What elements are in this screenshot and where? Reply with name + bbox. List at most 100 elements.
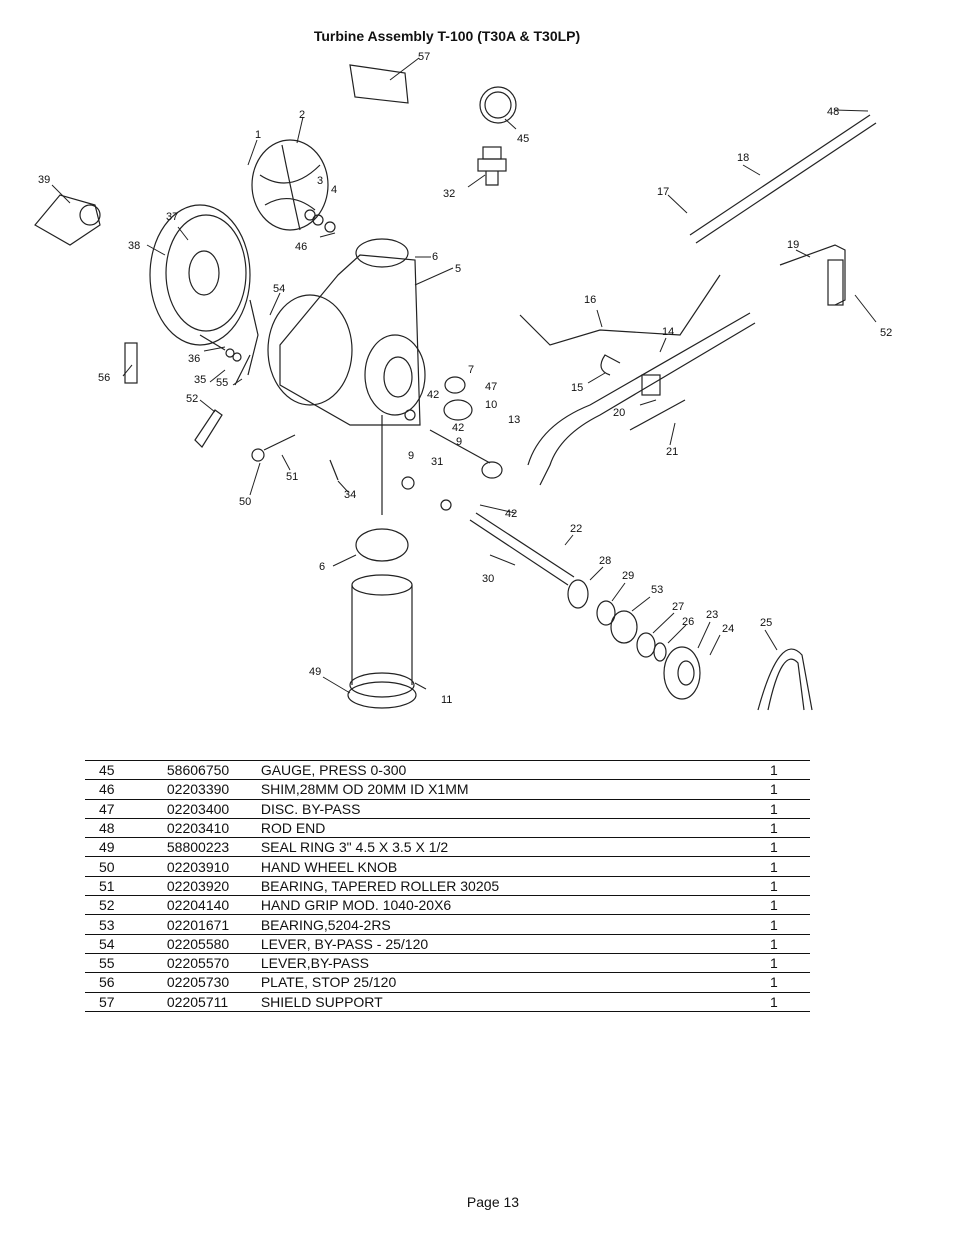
part-number-cell: 02201671 xyxy=(166,914,261,935)
item-number-cell: 55 xyxy=(85,953,167,974)
item-number-cell: 50 xyxy=(85,856,167,877)
quantity-cell: 1 xyxy=(770,799,810,819)
callout-label: 52 xyxy=(880,327,892,339)
description-cell: SHIM,28MM OD 20MM ID X1MM xyxy=(260,779,771,800)
description-cell: ROD END xyxy=(260,818,771,839)
description-cell: SEAL RING 3" 4.5 X 3.5 X 1/2 xyxy=(260,837,771,858)
callout-label: 45 xyxy=(517,133,529,145)
quantity-cell: 1 xyxy=(770,856,810,877)
part-number-cell: 02203400 xyxy=(166,799,261,819)
exploded-parts-diagram: 57 45 32 39 37 38 1 2 3 4 46 6 5 48 18 1… xyxy=(34,51,892,711)
callout-label: 19 xyxy=(787,239,799,251)
callout-label: 52 xyxy=(186,393,198,405)
callout-label: 56 xyxy=(98,372,110,384)
item-number-cell: 45 xyxy=(85,759,167,781)
callout-label: 54 xyxy=(273,283,285,295)
part-number-cell: 58800223 xyxy=(166,837,261,858)
callout-label: 6 xyxy=(319,561,325,573)
callout-label: 4 xyxy=(331,184,337,196)
item-number-cell: 57 xyxy=(85,992,167,1012)
part-number-cell: 02205580 xyxy=(166,934,261,954)
quantity-cell: 1 xyxy=(770,992,810,1012)
callout-label: 47 xyxy=(485,381,497,393)
part-number-cell: 58606750 xyxy=(166,759,261,781)
callout-label: 7 xyxy=(468,364,474,376)
callout-label: 22 xyxy=(570,523,582,535)
quantity-cell: 1 xyxy=(770,934,810,954)
callout-label: 9 xyxy=(408,450,414,462)
description-cell: SHIELD SUPPORT xyxy=(260,992,771,1012)
item-number-cell: 56 xyxy=(85,972,167,993)
part-number-cell: 02203920 xyxy=(166,876,261,897)
description-cell: BEARING,5204-2RS xyxy=(260,914,771,935)
quantity-cell: 1 xyxy=(770,779,810,800)
callout-label: 37 xyxy=(166,211,178,223)
part-number-cell: 02204140 xyxy=(166,895,261,916)
callout-label: 46 xyxy=(295,241,307,253)
callout-label: 18 xyxy=(737,152,749,164)
callout-label: 42 xyxy=(427,389,439,401)
description-cell: LEVER, BY-PASS - 25/120 xyxy=(260,934,771,954)
callout-label: 50 xyxy=(239,496,251,508)
quantity-cell: 1 xyxy=(770,818,810,839)
callout-label: 49 xyxy=(309,666,321,678)
callout-label: 17 xyxy=(657,186,669,198)
callout-label: 30 xyxy=(482,573,494,585)
callout-label: 25 xyxy=(760,617,772,629)
callout-label: 57 xyxy=(418,51,430,63)
part-number-cell: 02203390 xyxy=(166,779,261,800)
item-number-cell: 51 xyxy=(85,876,167,897)
description-cell: PLATE, STOP 25/120 xyxy=(260,972,771,993)
item-number-cell: 47 xyxy=(85,799,167,819)
quantity-cell: 1 xyxy=(770,837,810,858)
item-number-cell: 53 xyxy=(85,914,167,935)
callout-label: 16 xyxy=(584,294,596,306)
callout-label: 23 xyxy=(706,609,718,621)
callout-label: 31 xyxy=(431,456,443,468)
callout-label: 13 xyxy=(508,414,520,426)
callout-label: 36 xyxy=(188,353,200,365)
part-number-cell: 02203910 xyxy=(166,856,261,877)
callout-label: 42 xyxy=(505,508,517,520)
callout-label: 11 xyxy=(441,694,452,706)
description-cell: LEVER,BY-PASS xyxy=(260,953,771,974)
callout-label: 9 xyxy=(456,436,462,448)
callout-label: 32 xyxy=(443,188,455,200)
callout-label: 24 xyxy=(722,623,734,635)
item-number-cell: 46 xyxy=(85,779,167,800)
callout-label: 6 xyxy=(432,251,438,263)
callout-label: 21 xyxy=(666,446,678,458)
description-cell: BEARING, TAPERED ROLLER 30205 xyxy=(260,876,771,897)
item-number-cell: 49 xyxy=(85,837,167,858)
description-cell: GAUGE, PRESS 0-300 xyxy=(260,759,771,781)
callout-label: 38 xyxy=(128,240,140,252)
callout-label: 20 xyxy=(613,407,625,419)
quantity-cell: 1 xyxy=(770,876,810,897)
item-number-cell: 52 xyxy=(85,895,167,916)
callout-label: 1 xyxy=(255,129,261,141)
quantity-cell: 1 xyxy=(770,895,810,916)
description-cell: HAND WHEEL KNOB xyxy=(260,856,771,877)
part-number-cell: 02205711 xyxy=(166,992,261,1012)
callout-label: 15 xyxy=(571,382,583,394)
page-number: Page 13 xyxy=(466,1194,520,1210)
quantity-cell: 1 xyxy=(770,953,810,974)
page-title: Turbine Assembly T-100 (T30A & T30LP) xyxy=(313,28,581,44)
callout-label: 34 xyxy=(344,489,356,501)
quantity-cell: 1 xyxy=(770,759,810,781)
part-number-cell: 02203410 xyxy=(166,818,261,839)
quantity-cell: 1 xyxy=(770,914,810,935)
callout-label: 42 xyxy=(452,422,464,434)
callout-label: 26 xyxy=(682,616,694,628)
callout-label: 10 xyxy=(485,399,497,411)
